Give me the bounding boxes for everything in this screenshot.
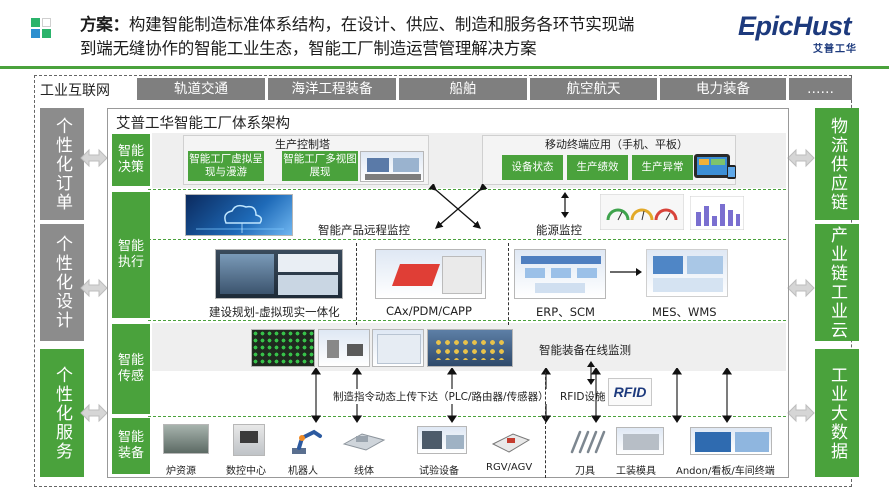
module-cax-pdm-capp: CAx/PDM/CAPP [386,304,472,318]
cloud-visual [185,194,293,236]
title-lead: 方案： [80,15,129,34]
sensor-panel-4 [427,329,513,367]
equip-cnc-photo [233,424,265,456]
erp-to-mes-arrow [610,268,642,276]
mobile-box-production-exception: 生产异常 [632,155,693,180]
brand-logo: EpicHust 艾普工华 [738,11,863,55]
exec-separator-2 [508,243,509,325]
equip-line-icon [342,433,386,451]
cax-pdm-screenshot [375,249,486,299]
equip-fixture-photo [616,427,664,455]
tower-box-multi-view: 智能工厂多视图展现 [282,151,358,181]
cross-arrows [428,184,488,229]
left-double-arrows [80,148,108,423]
tower-box-virtual-roaming: 智能工厂虚拟呈现与漫游 [188,151,264,181]
category-aerospace: 航空航天 [530,78,657,100]
equip-label-robot: 机器人 [288,466,318,477]
energy-monitoring-label: 能源监控 [536,223,582,237]
mobile-app-label: 移动终端应用（手机、平板） [545,138,688,151]
equip-label-fixture: 工装模具 [616,466,656,477]
equip-label-andon: Andon/看板/车间终端 [676,466,775,477]
remote-monitoring-label: 智能产品远程监控 [318,223,410,237]
layer-intelligent-execution: 智能执行 [112,192,150,318]
sensor-panel-2 [318,329,370,367]
page-title-line-1: 方案：构建智能制造标准体系结构，在设计、供应、制造和服务各环节实现端 [80,11,634,35]
equip-andon-photo [690,427,772,455]
tablet-icon [694,154,736,179]
rfid-badge: RFID [608,378,652,406]
equip-tools-icon [570,430,606,454]
mes-wms-screenshot [646,249,728,297]
erp-scm-screenshot [514,249,606,299]
equip-label-furnace: 炉资源 [166,466,196,477]
layer-intelligent-sensing: 智能传感 [112,324,150,414]
layer-divider-2 [148,239,786,240]
side-personalized-design: 个性化设计 [40,224,84,341]
logo-text: EpicHust [738,11,852,41]
cloud-icon [196,204,284,233]
mobile-box-equipment-status: 设备状态 [502,155,563,180]
gauge-dashboard-icon [600,194,684,230]
page-title-line-2: 到端无缝协作的智能工业生态，智能工厂制造运营管理解决方案 [80,39,537,58]
module-mes-wms: MES、WMS [652,305,717,319]
category-more: …… [789,78,852,100]
layer-intelligent-decision: 智能决策 [112,134,150,186]
layer-divider-4 [148,416,786,417]
side-logistics-supply-chain: 物流供应链 [815,108,859,220]
plc-command-label: 制造指令动态上传下达（PLC/路由器/传感器） [333,389,549,404]
side-personalized-order: 个性化订单 [40,108,84,220]
sensor-panel-3 [372,329,424,367]
online-monitoring-label: 智能装备在线监测 [539,343,631,357]
logo-subtext: 艾普工华 [813,44,857,55]
production-control-tower-label: 生产控制塔 [275,138,330,151]
sensing-separator [545,372,546,478]
sensor-panel-1 [251,329,315,367]
equip-label-line: 线体 [354,466,374,477]
category-power-equipment: 电力装备 [660,78,786,100]
header-square-3 [31,29,40,38]
side-industrial-big-data: 工业大数据 [815,349,859,477]
side-industry-cloud: 产业链工业云 [815,224,859,341]
architecture-frame [107,108,789,478]
control-tower-photo [360,151,424,182]
exec-separator-1 [356,243,357,325]
rfid-updown-arrow [587,361,595,385]
planning-vr-screenshot [215,249,343,299]
layer-divider-3 [148,320,786,321]
equip-robot-icon [292,429,322,454]
equip-furnace-photo [163,424,209,454]
right-double-arrows [787,148,815,423]
energy-updown-arrow [561,192,569,218]
header-square-1 [31,18,40,27]
module-erp-scm: ERP、SCM [536,305,595,319]
title-text-1: 构建智能制造标准体系结构，在设计、供应、制造和服务各环节实现端 [128,15,635,34]
sensing-updown-arrows [310,368,733,423]
equip-agv-icon [491,433,531,453]
category-ocean-engineering: 海洋工程装备 [268,78,396,100]
mobile-box-production-performance: 生产绩效 [567,155,628,180]
layer-intelligent-equipment: 智能装备 [112,418,150,474]
category-shipbuilding: 船舶 [399,78,527,100]
header-square-4 [42,29,51,38]
industrial-internet-label: 工业互联网 [40,83,110,99]
rfid-facility-label: RFID设施 [560,391,606,403]
architecture-title: 艾普工华智能工厂体系架构 [116,116,290,132]
bar-chart-icon [690,196,744,230]
header-divider [0,66,889,69]
module-planning-vr: 建设规划-虚拟现实一体化 [209,305,340,319]
rfid-badge-text: RFID [613,384,647,400]
equip-label-tools: 刀具 [575,466,595,477]
header-square-2 [42,18,51,27]
equip-label-cnc: 数控中心 [226,466,266,477]
equip-label-test: 试验设备 [419,466,459,477]
equip-label-agv: RGV/AGV [486,462,533,473]
equip-test-photo [417,426,467,454]
category-rail-transit: 轨道交通 [137,78,265,100]
side-personalized-service: 个性化服务 [40,349,84,477]
